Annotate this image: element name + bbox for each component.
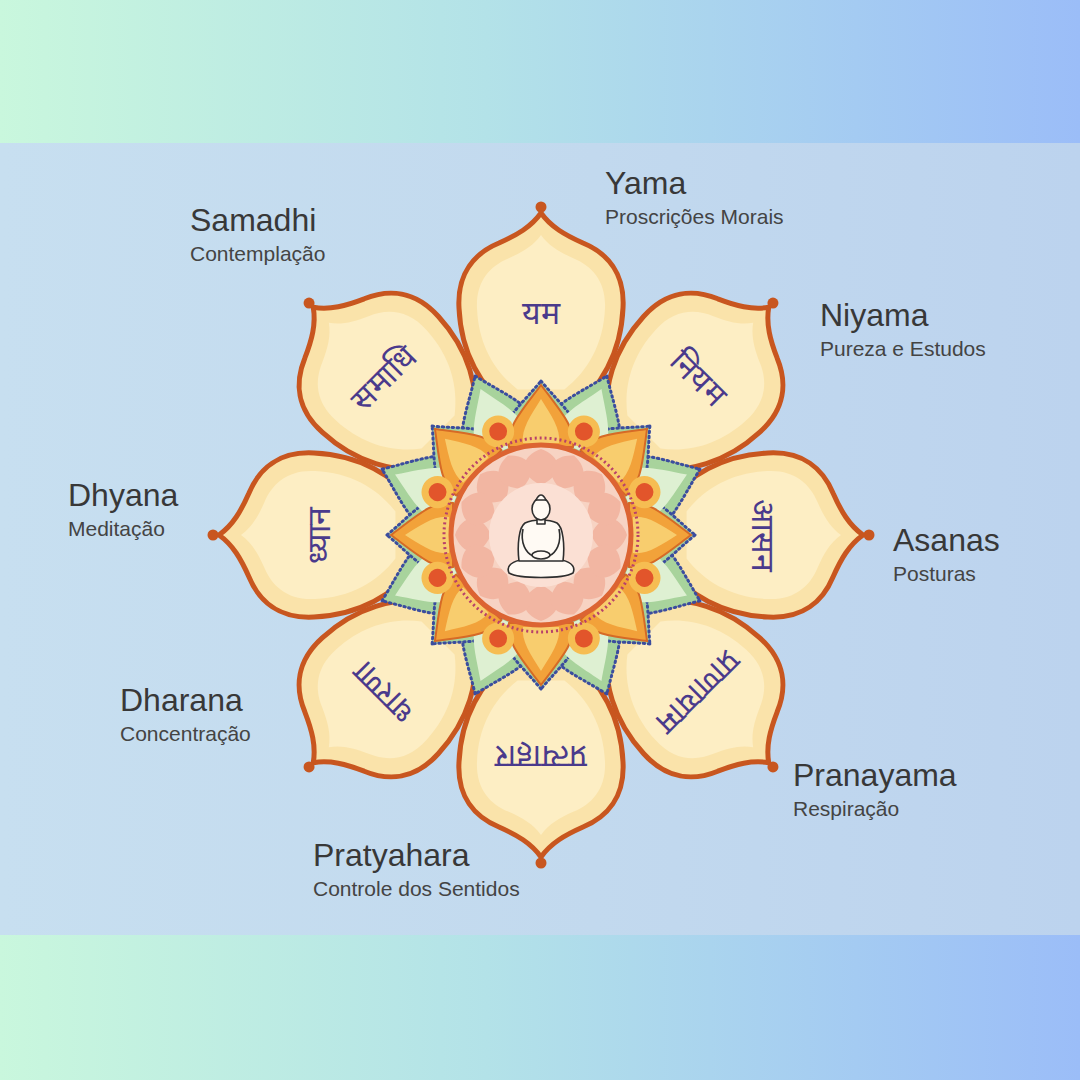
limb-label-holder: PranayamaRespiração [793,757,957,821]
sanskrit-name: यम [522,294,560,332]
limb-name: Pranayama [793,757,957,793]
limb-name: Pratyahara [313,837,520,873]
sanskrit-name: ध्यान [300,507,338,564]
limb-label-holder: AsanasPosturas [893,522,1000,586]
limb-label-holder: PratyaharaControle dos Sentidos [313,837,520,901]
limb-label-holder: YamaProscrições Morais [605,165,784,229]
limb-name: Yama [605,165,784,201]
sanskrit-name: आसन [744,499,782,572]
limb-meaning: Posturas [893,562,1000,586]
limb-name: Samadhi [190,202,325,238]
limb-name: Asanas [893,522,1000,558]
limb-meaning: Respiração [793,797,957,821]
limb-label-holder: SamadhiContemplação [190,202,325,266]
limb-meaning: Contemplação [190,242,325,266]
limb-label-holder: NiyamaPureza e Estudos [820,297,986,361]
petal-text-holder: आसन [744,499,782,572]
petal-text-holder: प्रत्याहार [495,738,587,776]
limb-meaning: Controle dos Sentidos [313,877,520,901]
sanskrit-name: प्रत्याहार [495,738,587,776]
limb-meaning: Meditação [68,517,178,541]
limb-name: Dharana [120,682,251,718]
limb-meaning: Proscrições Morais [605,205,784,229]
petal-text-holder: यम [522,294,560,332]
limb-meaning: Pureza e Estudos [820,337,986,361]
lotus-petal: समाधिSamadhiContemplação [264,258,504,498]
petal-text-holder: ध्यान [300,507,338,564]
limb-label-holder: DharanaConcentração [120,682,251,746]
limb-meaning: Concentração [120,722,251,746]
limb-label-holder: DhyanaMeditação [68,477,178,541]
limb-name: Dhyana [68,477,178,513]
limb-name: Niyama [820,297,986,333]
